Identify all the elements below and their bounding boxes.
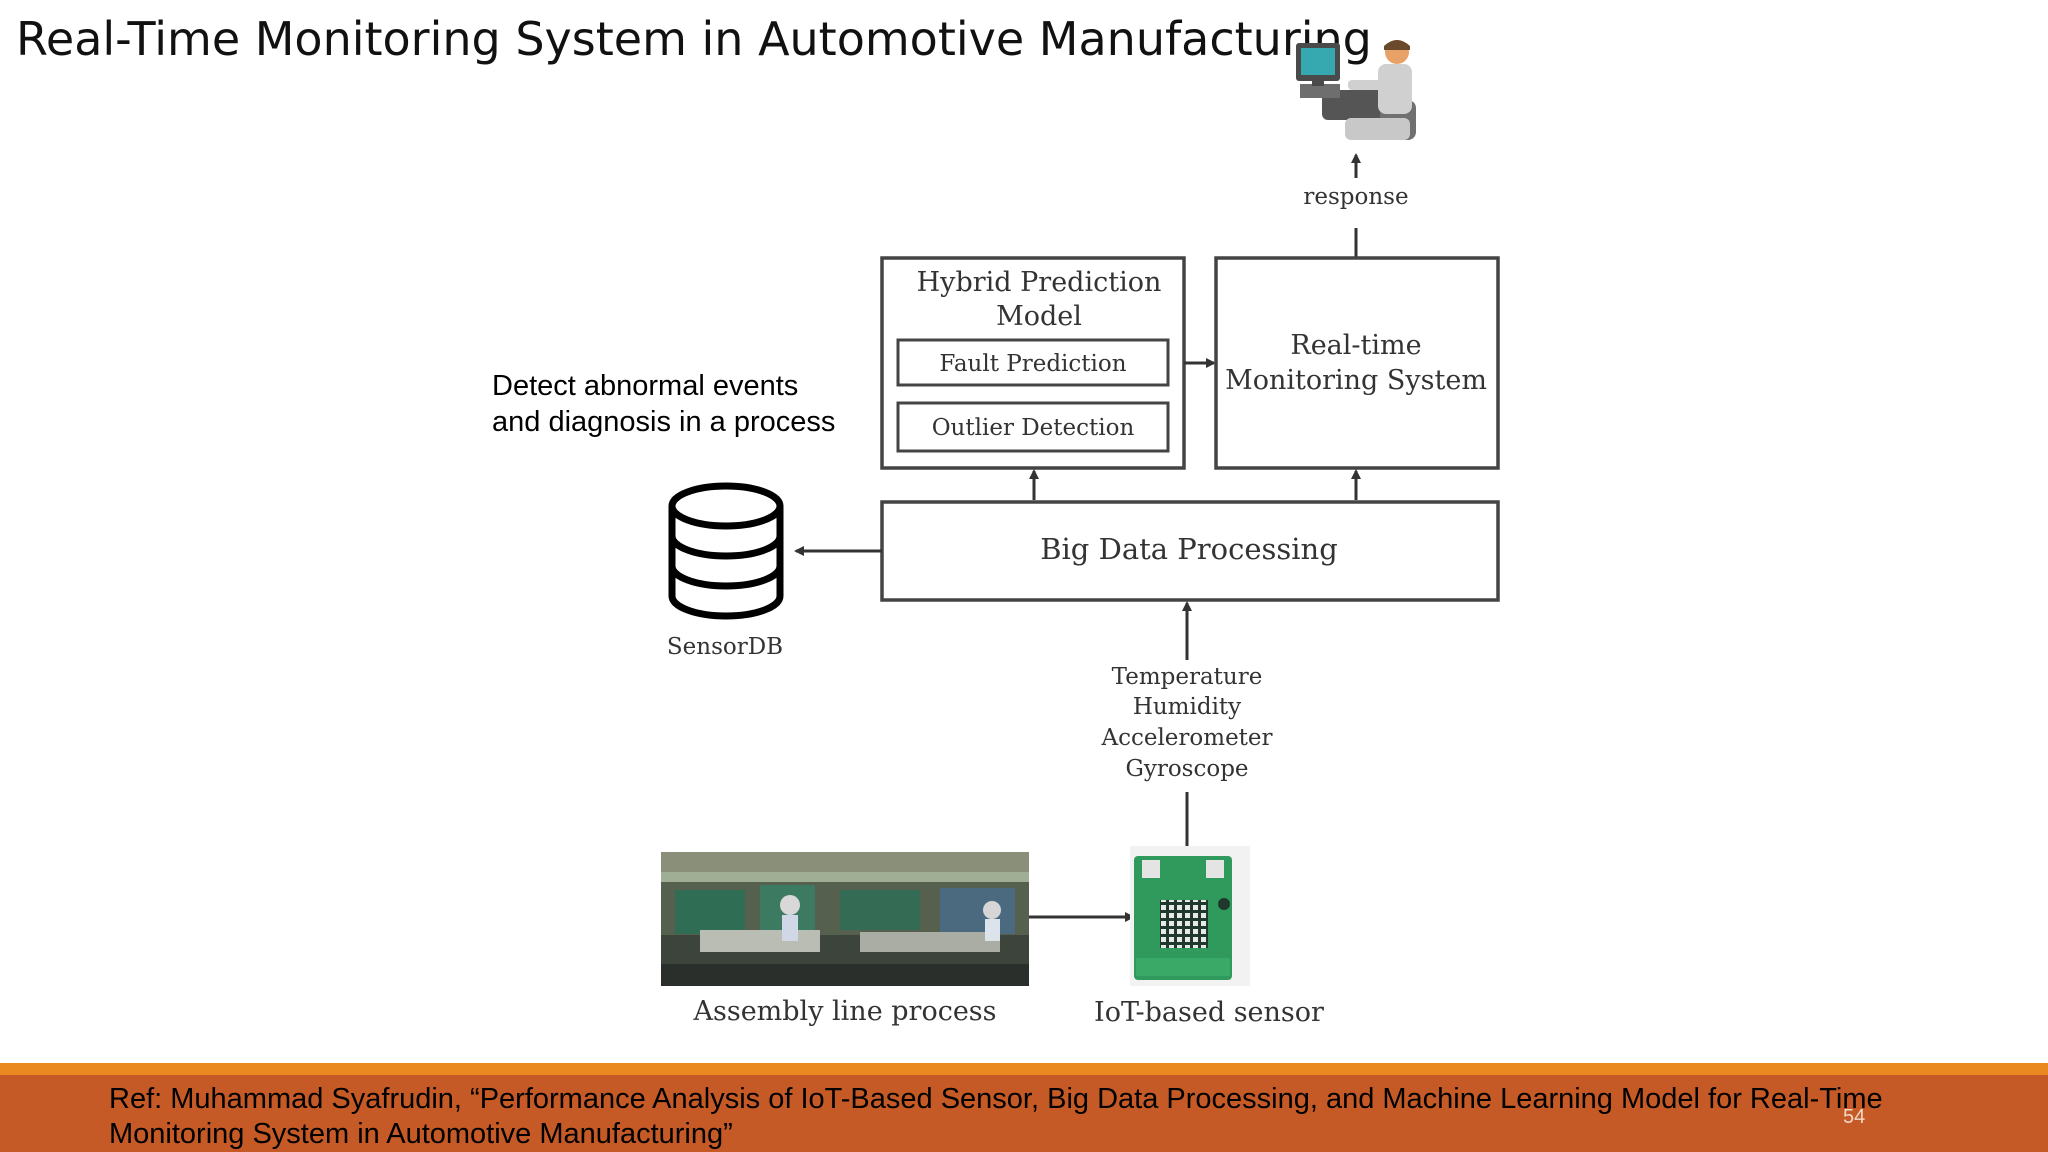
- hybrid-title-line-1: Hybrid Prediction: [917, 267, 1162, 298]
- sensor-type: Humidity: [1133, 694, 1241, 720]
- slide-title: Real-Time Monitoring System in Automotiv…: [16, 12, 1372, 66]
- sensor-types-list: Temperature Humidity Accelerometer Gyros…: [1100, 664, 1272, 782]
- outlier-detection-box: [896, 401, 1170, 453]
- assembly-line-photo: [661, 852, 1029, 986]
- response-label: response: [1303, 184, 1408, 210]
- sensor-type: Temperature: [1112, 664, 1263, 690]
- callout-line-1: Detect abnormal events: [492, 370, 799, 402]
- fault-prediction-label: Fault Prediction: [939, 351, 1126, 377]
- callout-text: Detect abnormal events and diagnosis in …: [492, 368, 835, 440]
- sensordb-label: SensorDB: [667, 634, 783, 660]
- sensor-type: Accelerometer: [1100, 725, 1272, 751]
- hybrid-prediction-model-box: Hybrid Prediction Model Fault Prediction…: [880, 256, 1186, 470]
- database-icon: [668, 482, 784, 620]
- iot-sensor-board-icon: [1130, 846, 1250, 986]
- architecture-diagram: response Hybrid Prediction Model Fault P…: [661, 40, 1500, 1028]
- operator-computer-icon: [1296, 40, 1416, 140]
- footer-stripe: [0, 1063, 2048, 1075]
- sensor-type: Gyroscope: [1125, 756, 1248, 782]
- big-data-label: Big Data Processing: [1040, 532, 1338, 566]
- hybrid-title-line-2: Model: [996, 301, 1082, 332]
- big-data-processing-box: Big Data Processing: [880, 500, 1500, 602]
- reference-line-2: Monitoring System in Automotive Manufact…: [109, 1118, 733, 1150]
- reference-text: Ref: Muhammad Syafrudin, “Performance An…: [109, 1082, 2009, 1152]
- footer-bar: [0, 1075, 2048, 1152]
- reference-line-1: Ref: Muhammad Syafrudin, “Performance An…: [109, 1083, 1883, 1115]
- outlier-detection-label: Outlier Detection: [932, 415, 1135, 441]
- realtime-monitoring-system-box: Real-time Monitoring System: [1214, 256, 1500, 470]
- fault-prediction-box: [896, 338, 1170, 387]
- rtms-line-1: Real-time: [1290, 330, 1421, 361]
- assembly-line-label: Assembly line process: [692, 996, 996, 1027]
- iot-sensor-label: IoT-based sensor: [1094, 997, 1324, 1028]
- callout-line-2: and diagnosis in a process: [492, 406, 836, 438]
- rtms-line-2: Monitoring System: [1225, 365, 1487, 396]
- page-number: 54: [1843, 1106, 1866, 1128]
